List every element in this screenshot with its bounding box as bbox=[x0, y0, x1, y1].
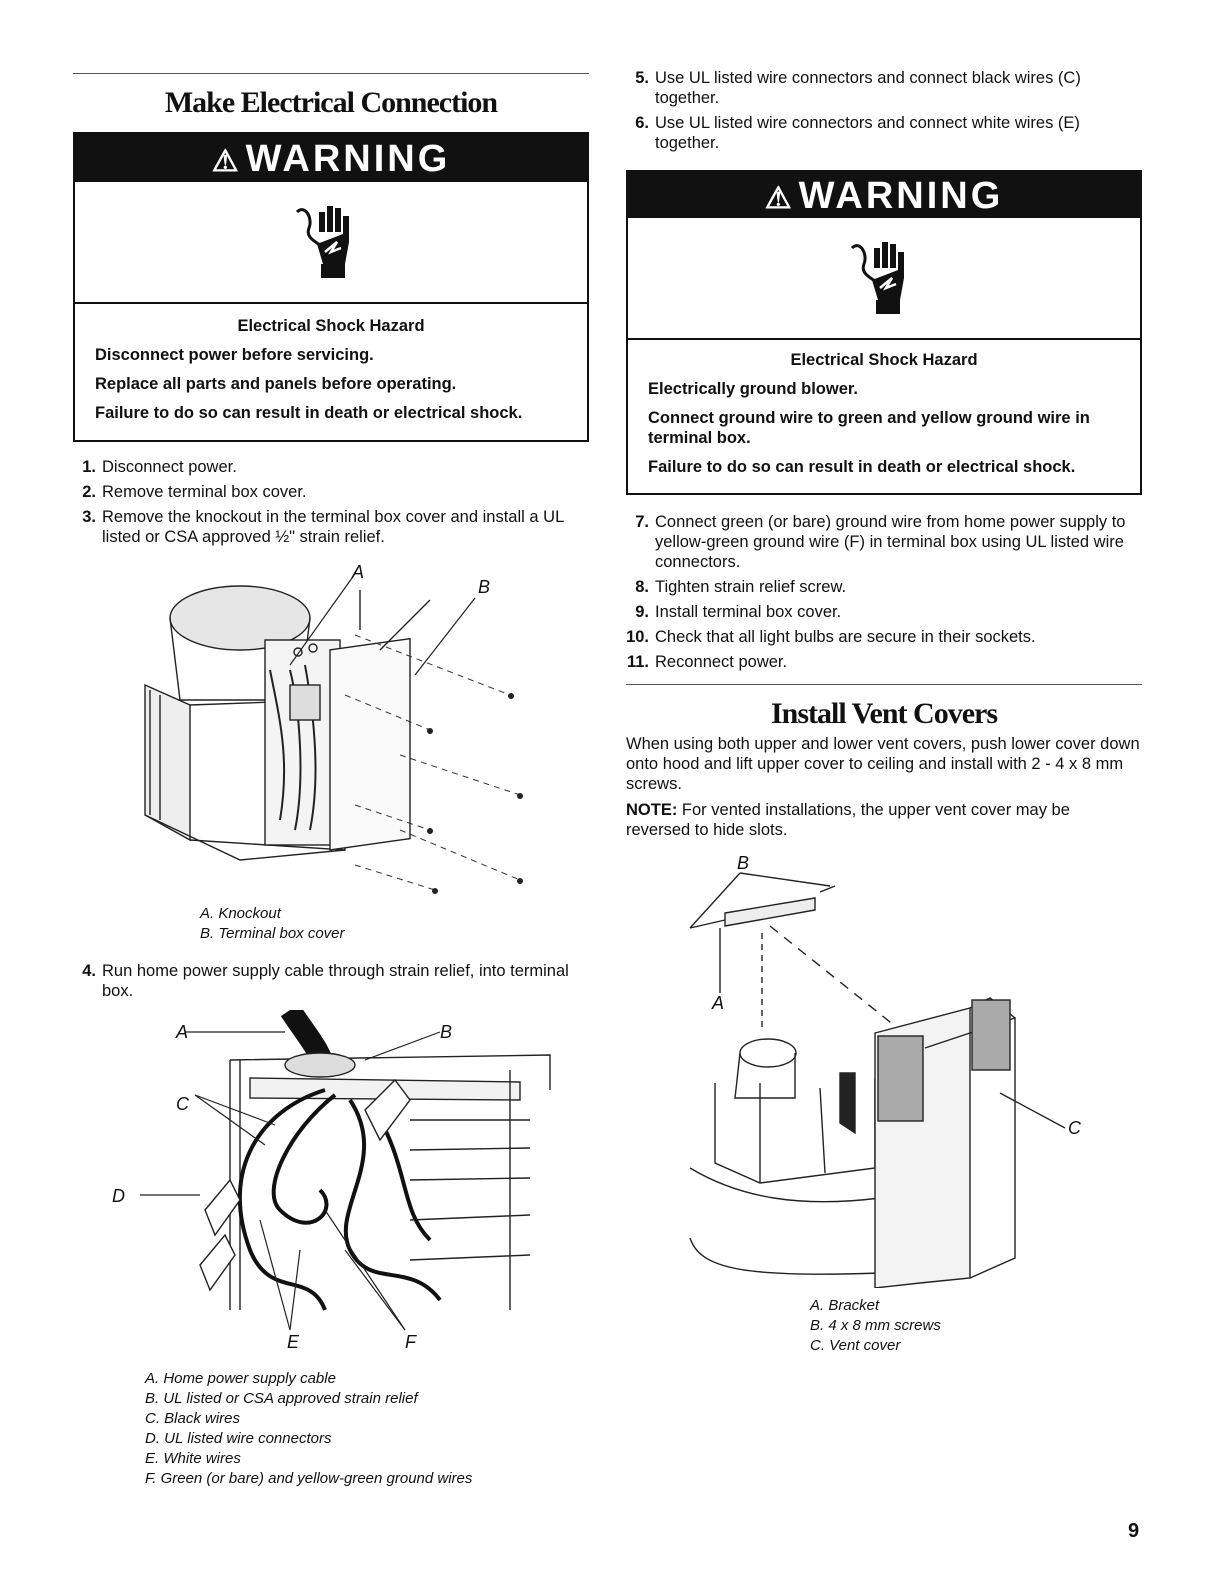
hazard-title: Electrical Shock Hazard bbox=[790, 351, 978, 369]
caption-line: D. UL listed wire connectors bbox=[145, 1430, 332, 1447]
warning-triangle-icon: ⚠ bbox=[211, 145, 242, 178]
figure2-captions: A. Home power supply cable B. UL listed … bbox=[145, 1369, 472, 1489]
left-top-rule bbox=[73, 73, 589, 74]
step-item: 9.Install terminal box cover. bbox=[635, 603, 842, 621]
section-title-electrical: Make Electrical Connection bbox=[164, 86, 498, 119]
caption-line: B. 4 x 8 mm screws bbox=[810, 1317, 941, 1334]
step-item: 2.Remove terminal box cover. bbox=[82, 483, 307, 501]
caption-line: C. Vent cover bbox=[810, 1337, 901, 1354]
warning-header: ⚠WARNING bbox=[628, 172, 1140, 218]
fig2-label-c: C bbox=[176, 1094, 189, 1114]
step-item: 4.Run home power supply cable through st… bbox=[82, 962, 569, 1000]
warning-line: Failure to do so can result in death or … bbox=[648, 458, 1076, 476]
warning-box-left: ⚠WARNING Electrical Shock Hazard Disconn… bbox=[73, 132, 589, 442]
step-item: 11.Reconnect power. bbox=[626, 653, 788, 671]
step-item: 1.Disconnect power. bbox=[82, 458, 237, 476]
warning-line: Replace all parts and panels before oper… bbox=[95, 375, 457, 393]
fig2-label-b: B bbox=[440, 1022, 453, 1042]
warning-line: Disconnect power before servicing. bbox=[95, 346, 374, 364]
caption-line: B. Terminal box cover bbox=[200, 925, 345, 942]
step-item: 3.Remove the knockout in the terminal bo… bbox=[82, 508, 564, 546]
step-item: 8.Tighten strain relief screw. bbox=[635, 578, 847, 596]
caption-line: A. Home power supply cable bbox=[145, 1370, 336, 1387]
fig2-label-a: A bbox=[176, 1022, 189, 1042]
steps-5-6: 5.Use UL listed wire connectors and conn… bbox=[635, 68, 1145, 158]
fig3-label-a: A bbox=[712, 993, 725, 1013]
section-title-vent-covers: Install Vent Covers bbox=[770, 697, 998, 730]
note-paragraph: NOTE: For vented installations, the uppe… bbox=[626, 801, 1070, 839]
warning-text: Electrical Shock Hazard Electrically gro… bbox=[628, 340, 1140, 477]
vent-covers-paragraph: When using both upper and lower vent cov… bbox=[626, 735, 1140, 793]
warning-line: Connect ground wire to green and yellow … bbox=[648, 409, 1090, 447]
caption-line: A. Knockout bbox=[200, 905, 281, 922]
caption-line: E. White wires bbox=[145, 1450, 241, 1467]
warning-box-right: ⚠WARNING Electrical Shock Hazard Electri… bbox=[626, 170, 1142, 495]
terminal-box-illustration bbox=[144, 577, 523, 894]
fig2-label-e: E bbox=[287, 1332, 300, 1352]
step-item: 5.Use UL listed wire connectors and conn… bbox=[635, 69, 1081, 107]
caption-line: A. Bracket bbox=[810, 1297, 880, 1314]
shock-hazard-icon bbox=[628, 218, 1140, 340]
figure3-captions: A. Bracket B. 4 x 8 mm screws C. Vent co… bbox=[810, 1296, 941, 1356]
page-number: 9 bbox=[1128, 1520, 1140, 1542]
caption-line: F. Green (or bare) and yellow-green grou… bbox=[145, 1470, 473, 1487]
warning-line: Failure to do so can result in death or … bbox=[95, 404, 523, 422]
figure1-captions: A. Knockout B. Terminal box cover bbox=[200, 904, 345, 944]
right-section-rule bbox=[626, 684, 1142, 685]
fig3-label-c: C bbox=[1068, 1118, 1081, 1138]
caption-line: C. Black wires bbox=[145, 1410, 241, 1427]
shock-hazard-icon bbox=[75, 182, 587, 304]
hazard-title: Electrical Shock Hazard bbox=[237, 317, 425, 335]
note-label: NOTE: bbox=[626, 801, 678, 819]
step-4: 4.Run home power supply cable through st… bbox=[82, 961, 572, 1006]
fig1-label-a: A bbox=[352, 562, 365, 582]
fig2-label-d: D bbox=[112, 1186, 125, 1206]
caption-line: B. UL listed or CSA approved strain reli… bbox=[145, 1390, 418, 1407]
warning-text: Electrical Shock Hazard Disconnect power… bbox=[75, 304, 587, 423]
fig1-label-b: B bbox=[478, 577, 491, 597]
warning-header: ⚠WARNING bbox=[75, 134, 587, 182]
fig2-label-f: F bbox=[405, 1332, 416, 1352]
steps-7-11: 7.Connect green (or bare) ground wire fr… bbox=[626, 512, 1145, 677]
step-item: 6.Use UL listed wire connectors and conn… bbox=[635, 114, 1080, 152]
wiring-illustration bbox=[140, 1010, 551, 1331]
step-item: 10.Check that all light bulbs are secure… bbox=[626, 628, 1036, 646]
steps-1-3: 1.Disconnect power. 2.Remove terminal bo… bbox=[82, 457, 592, 552]
fig3-label-b: B bbox=[737, 853, 750, 873]
warning-line: Electrically ground blower. bbox=[648, 380, 858, 398]
vent-cover-illustration bbox=[689, 872, 1066, 1288]
step-item: 7.Connect green (or bare) ground wire fr… bbox=[635, 513, 1126, 571]
warning-triangle-icon: ⚠ bbox=[764, 182, 795, 215]
